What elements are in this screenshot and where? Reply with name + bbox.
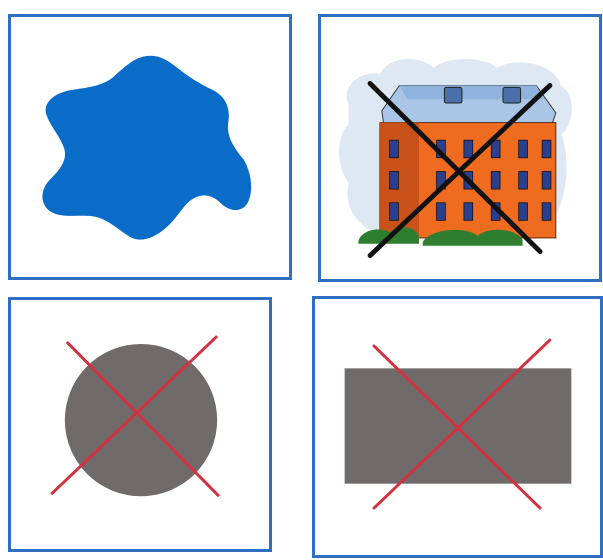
gray-circle-icon bbox=[11, 300, 269, 549]
window bbox=[390, 140, 399, 158]
window bbox=[519, 171, 528, 189]
window bbox=[437, 203, 446, 221]
window bbox=[519, 203, 528, 221]
card-gray-rectangle[interactable] bbox=[312, 296, 603, 558]
card-building[interactable] bbox=[318, 14, 602, 282]
window bbox=[464, 140, 473, 158]
card-blue-blob[interactable] bbox=[8, 14, 292, 280]
window bbox=[542, 171, 551, 189]
blue-blob-icon bbox=[11, 17, 289, 277]
window bbox=[519, 140, 528, 158]
window bbox=[390, 203, 399, 221]
building-icon bbox=[321, 17, 599, 279]
card-gray-circle[interactable] bbox=[8, 297, 272, 552]
roof-shade bbox=[399, 85, 544, 99]
window bbox=[464, 203, 473, 221]
window bbox=[491, 171, 500, 189]
facade-side bbox=[380, 123, 419, 238]
gray-rectangle-icon bbox=[315, 299, 600, 555]
window bbox=[390, 171, 399, 189]
window bbox=[542, 140, 551, 158]
gray-circle bbox=[65, 344, 217, 496]
window bbox=[542, 203, 551, 221]
blob-shape bbox=[42, 56, 251, 240]
